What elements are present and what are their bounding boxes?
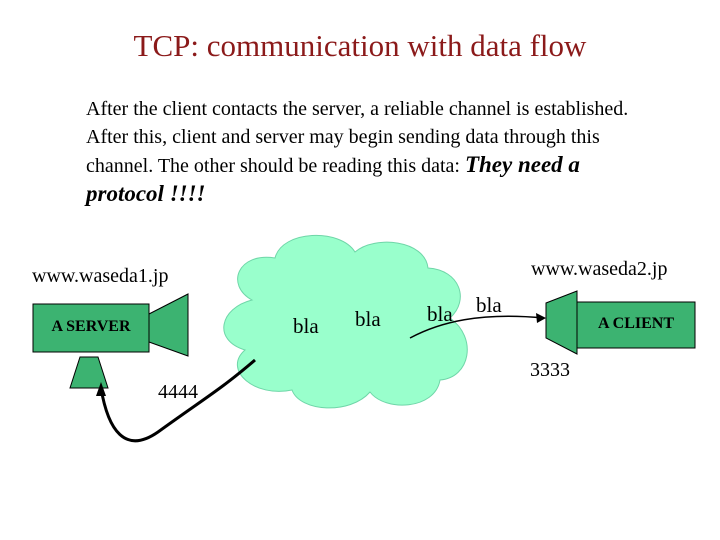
slide-title: TCP: communication with data flow [133, 28, 587, 63]
client-port: 3333 [530, 359, 570, 381]
server-lens [148, 293, 189, 357]
server-port-stand [69, 356, 109, 389]
network-cloud [223, 234, 468, 409]
data-word: bla [476, 293, 502, 317]
server-port: 4444 [158, 381, 198, 403]
client-host-label: www.waseda2.jp [531, 258, 668, 280]
server-arrowhead [96, 382, 106, 396]
client-label: A CLIENT [597, 315, 675, 332]
server-host-label: www.waseda1.jp [32, 265, 169, 287]
data-word: bla [293, 314, 319, 338]
description-text: After the client contacts the server, a … [86, 95, 646, 209]
client-lens [545, 290, 578, 355]
connection-path-to-client [409, 315, 545, 339]
description-body: After the client contacts the server, a … [86, 98, 629, 177]
connection-path [99, 358, 256, 443]
data-word: bla [355, 307, 381, 331]
description-emphasis: They need a protocol !!!! [86, 152, 580, 206]
client-box [576, 301, 696, 349]
client-arrowhead [536, 313, 546, 323]
server-label: A SERVER [51, 318, 131, 335]
data-word: bla [427, 302, 453, 326]
